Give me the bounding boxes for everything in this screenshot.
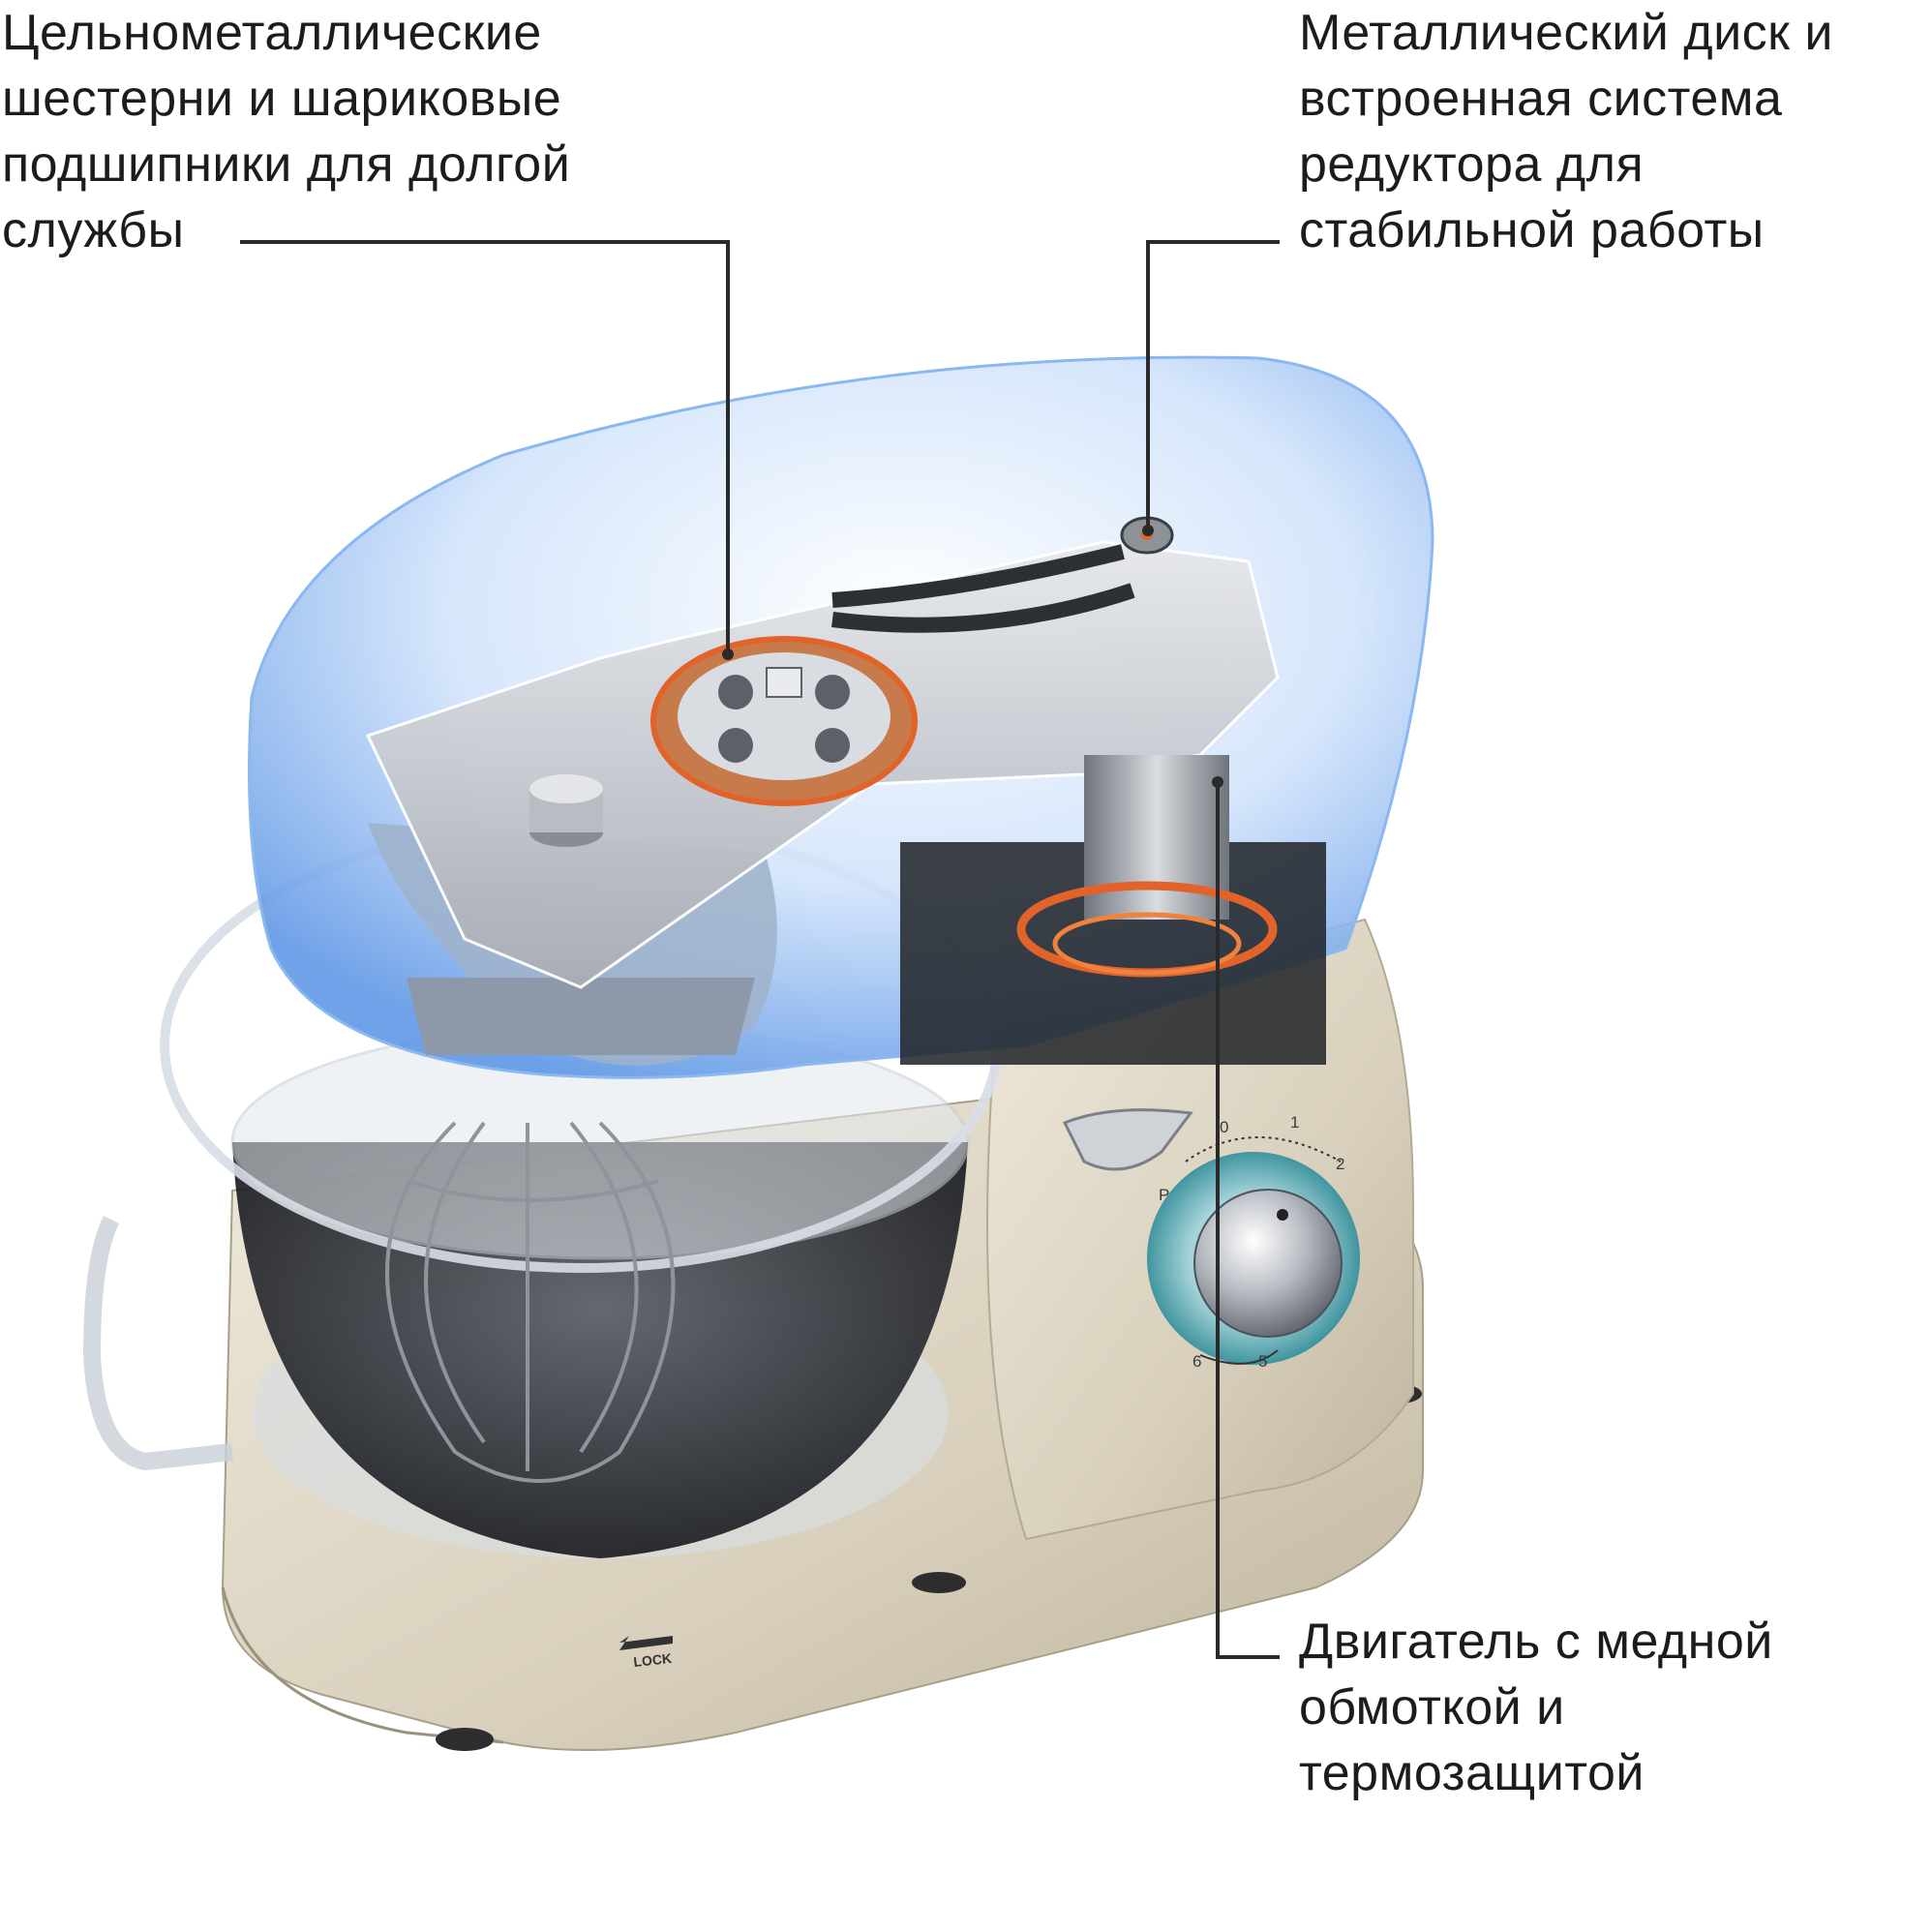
callout-motor: Двигатель с медной обмоткой и термозащит… <box>1299 1609 1773 1806</box>
callout-reducer: Металлический диск и встроенная система … <box>1299 0 1833 263</box>
lock-indicator: LOCK <box>619 1636 673 1670</box>
output-shaft <box>529 774 603 847</box>
tilt-head-lever <box>1062 1108 1193 1171</box>
leader-dot-motor <box>1212 776 1223 788</box>
leader-line-reducer <box>1146 240 1280 530</box>
speed-dial: 0 1 2 P 5 6 <box>1147 1113 1360 1371</box>
callout-gears: Цельнометаллические шестерни и шариковые… <box>2 0 570 263</box>
callout-gears-line-3: подшипники для долгой <box>2 136 571 193</box>
callout-gears-line-1: Цельнометаллические <box>2 5 542 61</box>
dial-label-5: 5 <box>1258 1352 1267 1371</box>
drive-belt <box>831 544 1135 633</box>
callout-motor-line-3: термозащитой <box>1299 1745 1645 1801</box>
dial-label-0: 0 <box>1220 1118 1228 1136</box>
callout-reducer-line-4: стабильной работы <box>1299 202 1765 258</box>
callout-gears-line-2: шестерни и шариковые <box>2 71 562 127</box>
motor-with-copper-coil <box>900 755 1326 1065</box>
balloon-whisk <box>385 1121 676 1483</box>
callout-motor-line-2: обмоткой и <box>1299 1679 1565 1736</box>
leader-dot-reducer <box>1142 525 1154 536</box>
leader-dot-gears <box>722 649 734 660</box>
callout-reducer-line-3: редуктора для <box>1299 136 1645 193</box>
main-gear <box>650 636 918 806</box>
dial-label-1: 1 <box>1290 1113 1299 1132</box>
leader-line-motor <box>1216 782 1280 1659</box>
dial-label-2: 2 <box>1336 1155 1344 1173</box>
dial-label-p: P <box>1159 1186 1169 1204</box>
mixing-bowl <box>82 1024 970 1558</box>
callout-reducer-line-1: Металлический диск и <box>1299 5 1833 61</box>
callout-gears-line-4: службы <box>2 202 185 258</box>
lock-label: LOCK <box>633 1650 673 1670</box>
arrow-left-icon <box>619 1636 673 1650</box>
callout-motor-line-1: Двигатель с медной <box>1299 1614 1773 1670</box>
leader-line-gears <box>240 240 730 654</box>
dial-label-6: 6 <box>1192 1352 1201 1371</box>
callout-reducer-line-2: встроенная система <box>1299 71 1783 127</box>
